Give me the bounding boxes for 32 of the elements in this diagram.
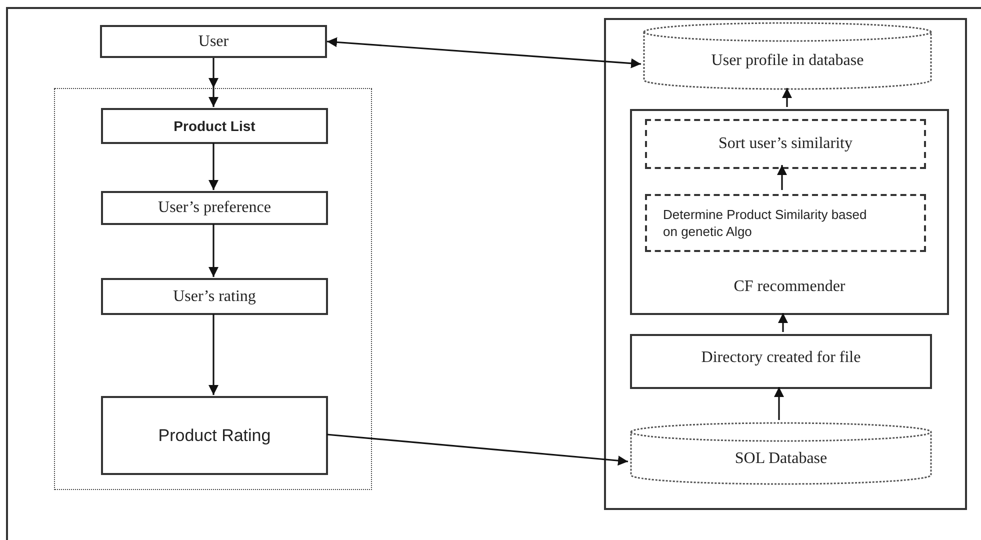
process-box <box>101 278 328 315</box>
box-label: Product List <box>174 116 256 136</box>
arrow <box>208 314 218 395</box>
process-box <box>645 194 926 252</box>
panel-frame <box>604 18 967 510</box>
process-box <box>100 25 327 58</box>
arrow <box>326 37 642 68</box>
arrow <box>778 313 788 332</box>
arrow <box>208 224 218 277</box>
box-label: User’s preference <box>158 198 271 218</box>
box-label: User’s rating <box>173 286 256 306</box>
box-label: Determine Product Similarity based on genetic Algo <box>663 206 868 240</box>
arrow <box>774 387 784 420</box>
process-box <box>630 334 932 389</box>
arrow <box>777 165 787 190</box>
group-frame <box>54 88 372 490</box>
box-label: Sort user’s similarity <box>718 134 852 154</box>
arrow <box>782 88 792 107</box>
box-label: Directory created for file <box>701 348 861 368</box>
process-box <box>101 108 328 144</box>
process-box <box>101 191 328 225</box>
process-box <box>101 396 328 475</box>
box-label: Product Rating <box>158 424 271 447</box>
box-label: User <box>198 32 229 52</box>
box-label: User profile in database <box>711 51 864 71</box>
box-label: SOL Database <box>734 448 828 468</box>
arrow <box>208 143 218 190</box>
process-box <box>645 119 926 169</box>
arrow <box>326 434 628 466</box>
arrow <box>208 58 218 107</box>
box-label: CF recommender <box>734 277 846 297</box>
process-box <box>630 109 949 315</box>
